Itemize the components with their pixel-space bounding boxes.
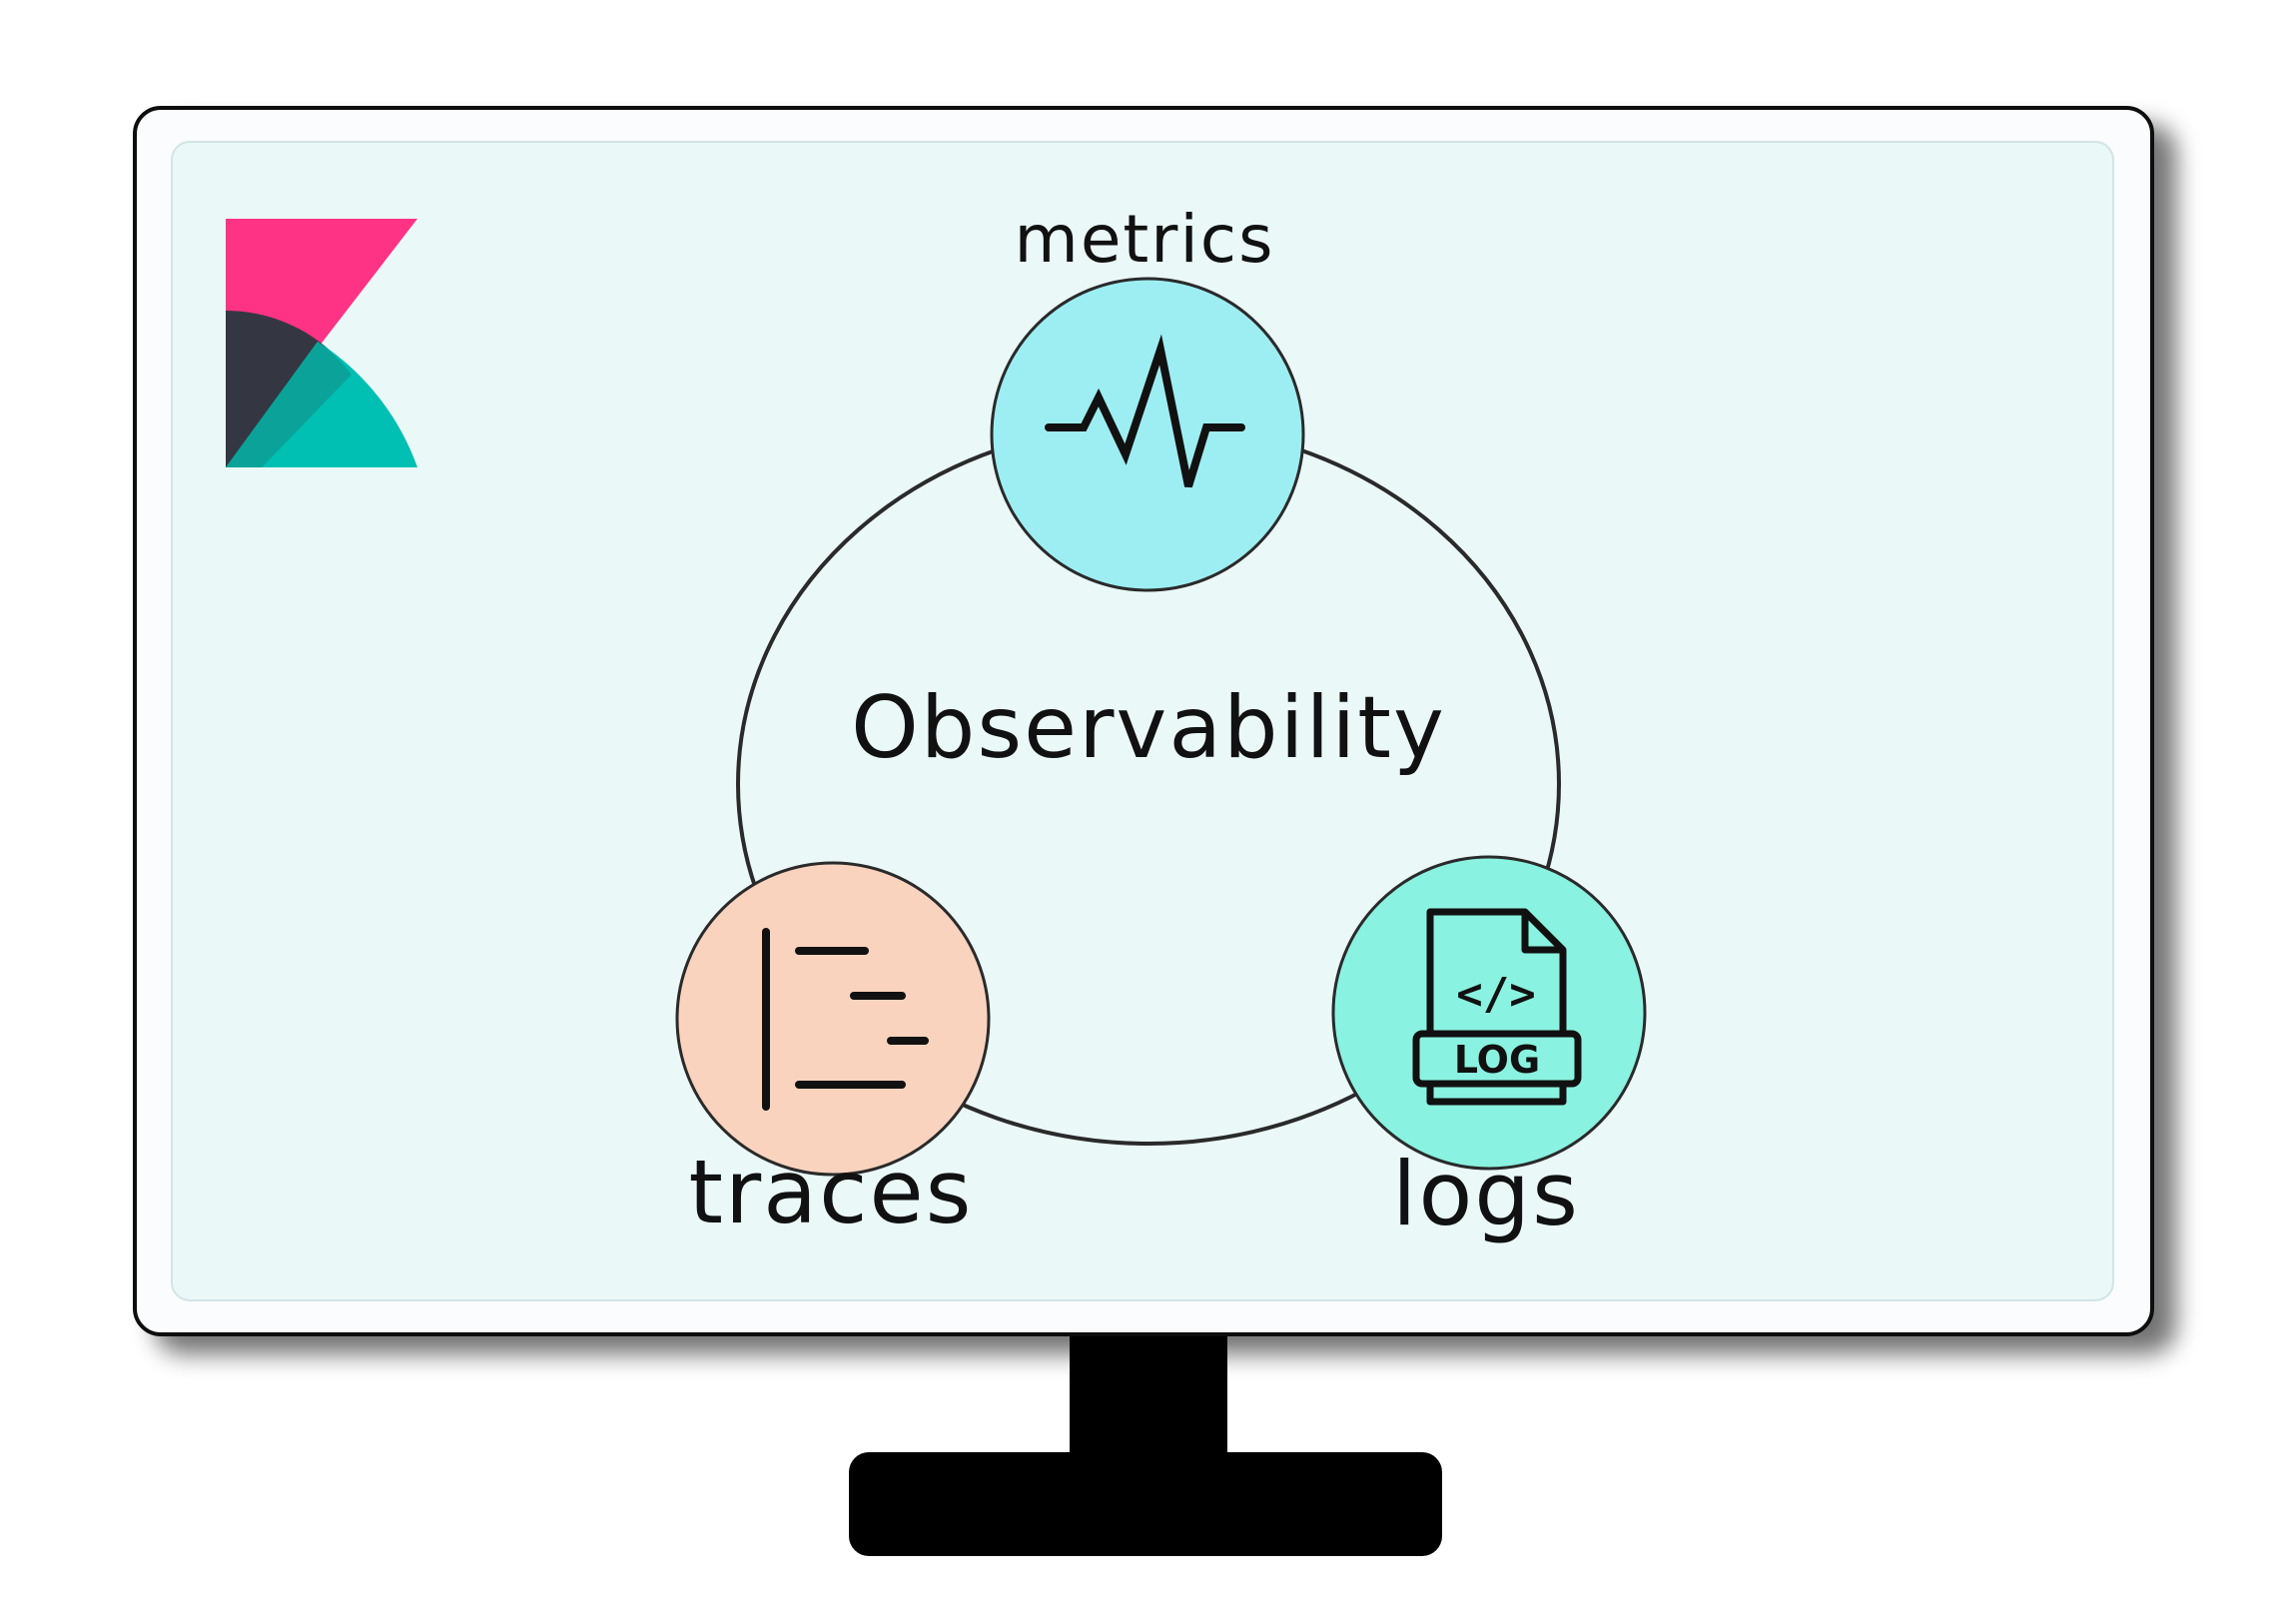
monitor-stand-base bbox=[849, 1452, 1442, 1556]
trace-waterfall-icon bbox=[762, 928, 929, 1111]
monitor-stand-neck bbox=[1070, 1328, 1227, 1458]
log-badge-text: LOG bbox=[1454, 1038, 1540, 1082]
metrics-circle bbox=[990, 277, 1305, 592]
traces-circle bbox=[675, 861, 991, 1177]
log-file-icon: </> LOG bbox=[1412, 908, 1582, 1106]
metrics-label: metrics bbox=[1015, 201, 1275, 278]
log-code-glyph: </> bbox=[1456, 969, 1535, 1020]
pulse-icon bbox=[1045, 334, 1245, 488]
traces-label: traces bbox=[689, 1141, 974, 1243]
logs-circle bbox=[1331, 855, 1647, 1171]
observability-label: Observability bbox=[851, 678, 1446, 778]
logs-label: logs bbox=[1392, 1143, 1580, 1245]
metrics-node: metrics bbox=[990, 201, 1305, 592]
kibana-logo bbox=[226, 219, 417, 467]
logs-node: </> LOG logs bbox=[1331, 855, 1647, 1245]
traces-node: traces bbox=[675, 861, 991, 1243]
